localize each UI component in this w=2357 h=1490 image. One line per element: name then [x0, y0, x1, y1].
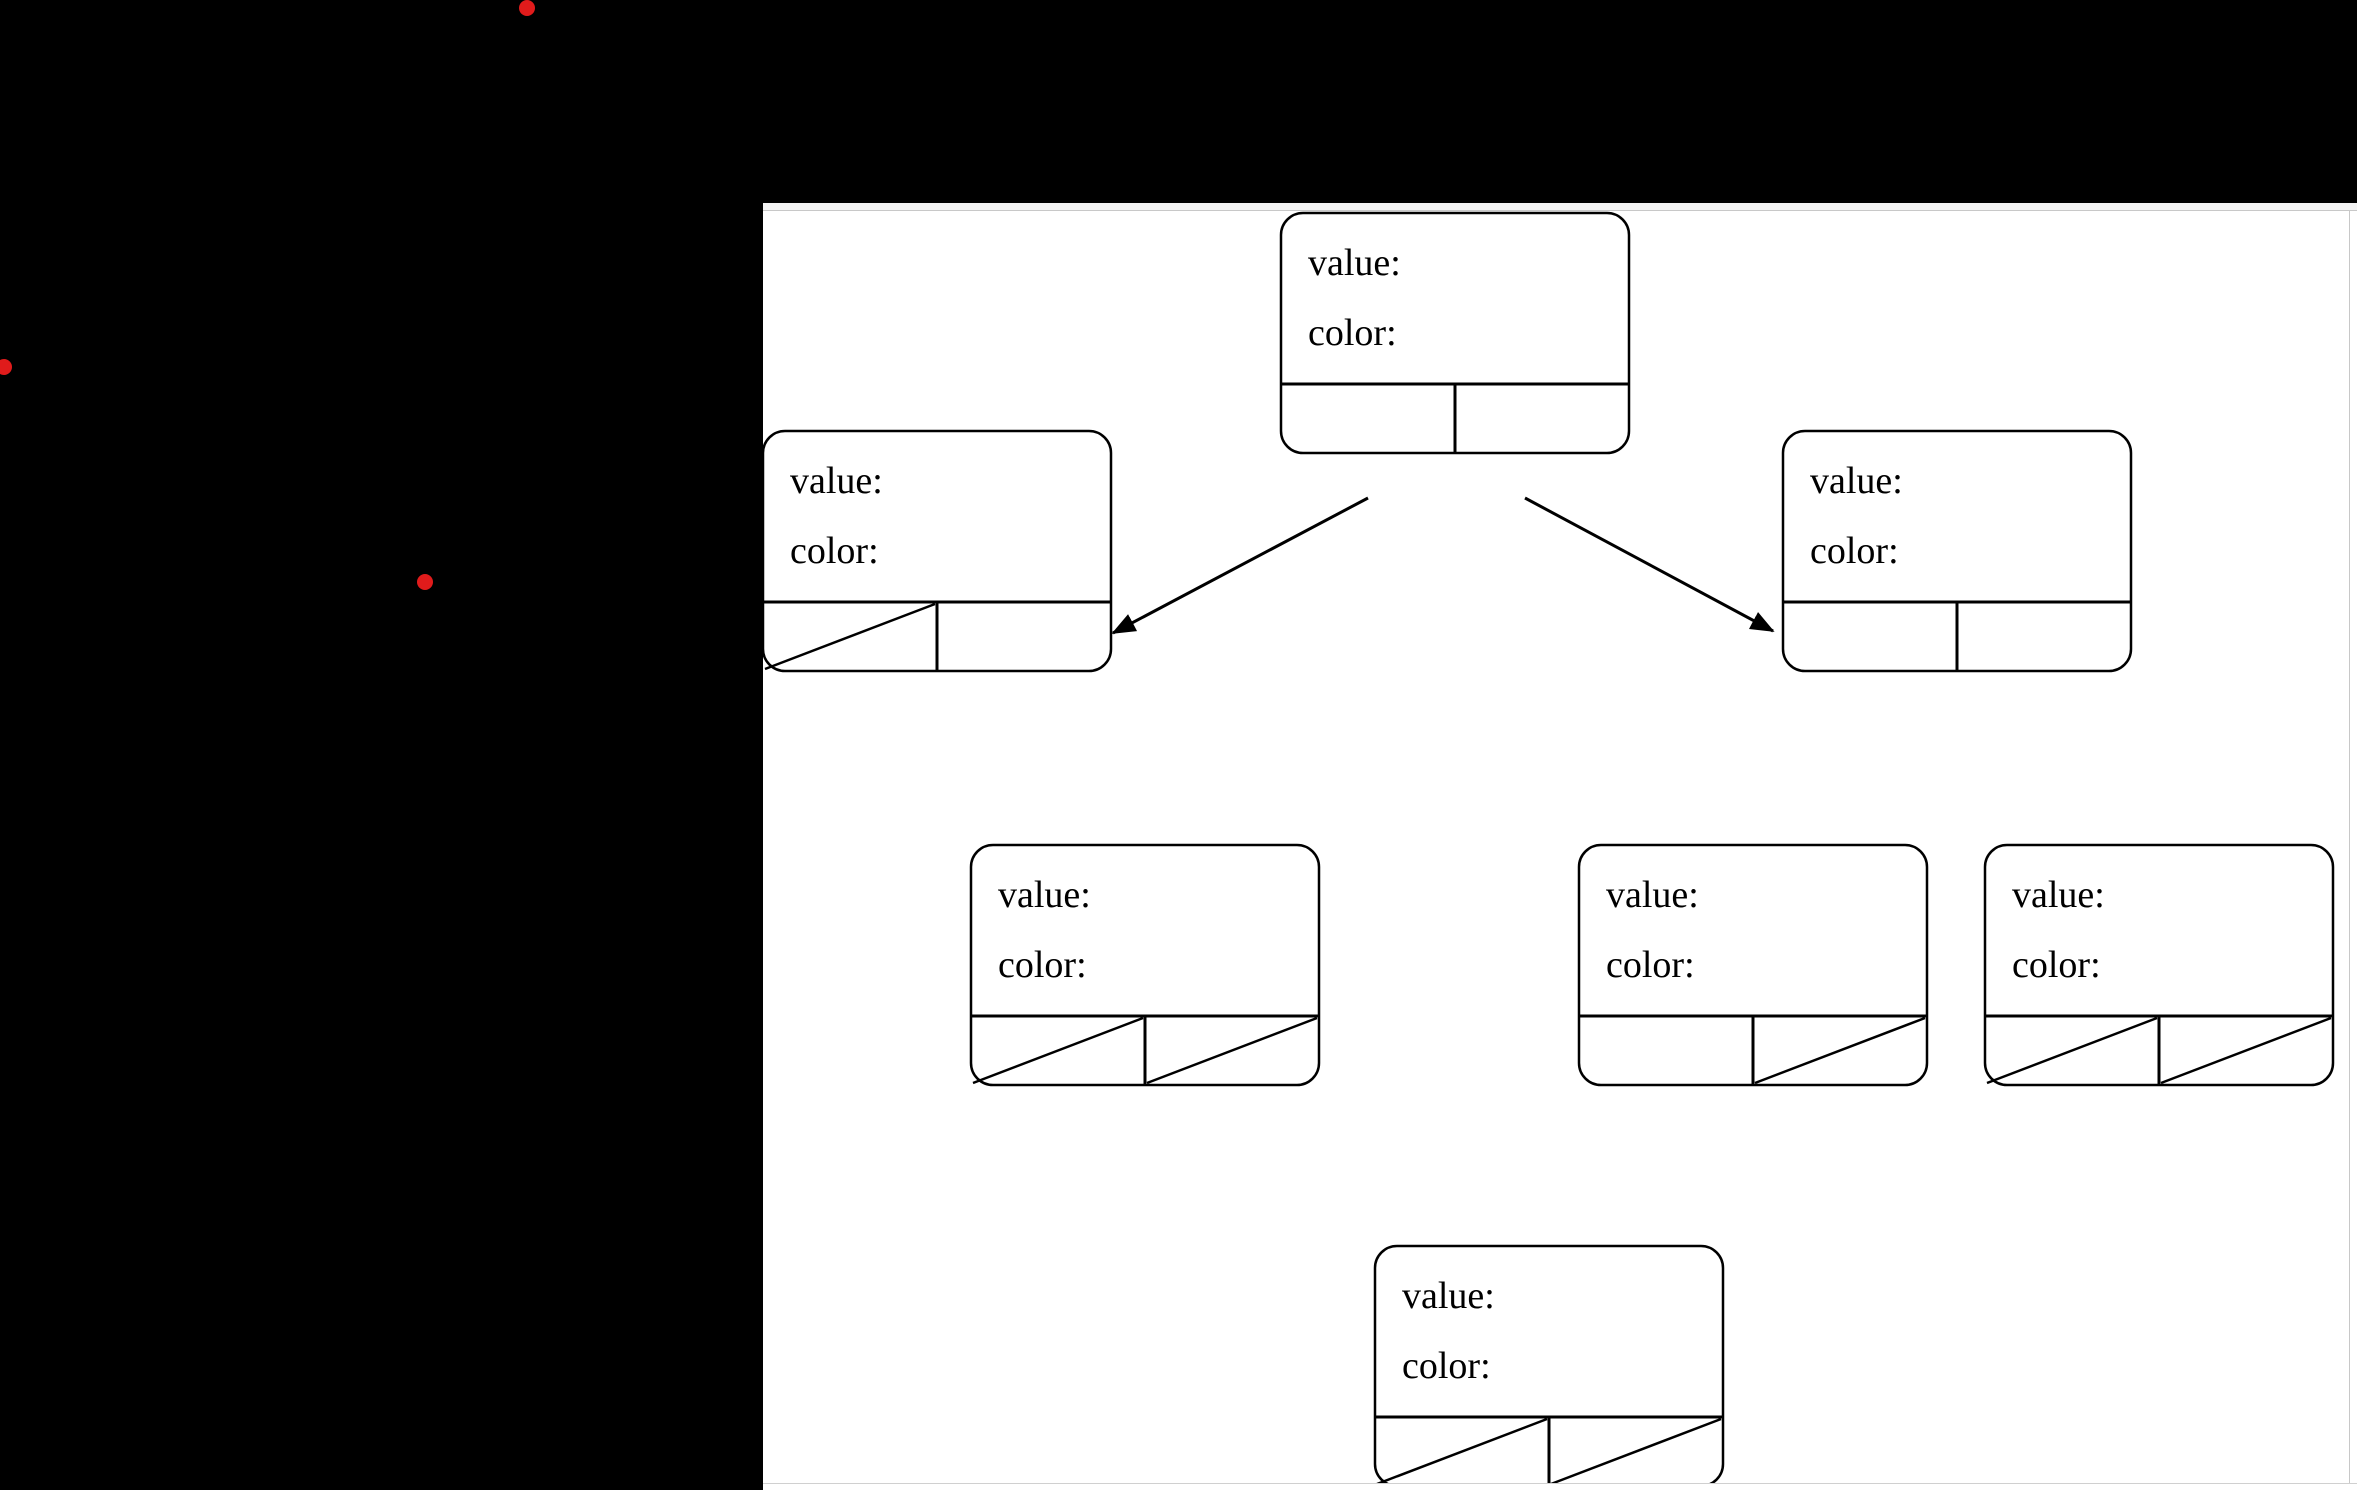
left-right-grandchild-node[interactable]: value: color:	[969, 843, 1321, 1087]
node-color-label: color:	[1308, 312, 1397, 354]
marker-dot-middle	[417, 574, 433, 590]
left-child-node[interactable]: value: color:	[763, 429, 1113, 673]
null-slash-right-icon	[1146, 1016, 1318, 1085]
right-left-grandchild-node[interactable]: value: color:	[1577, 843, 1929, 1087]
diagram-canvas[interactable]: value: color: value: color: value: color…	[763, 203, 2357, 1490]
null-slash-left-icon	[1376, 1417, 1548, 1486]
vertical-scrollbar[interactable]	[2349, 211, 2357, 1490]
null-slash-left-icon	[764, 602, 936, 671]
node-color-label: color:	[1402, 1345, 1491, 1387]
deepest-node[interactable]: value: color:	[1373, 1244, 1725, 1488]
null-slash-right-icon	[1754, 1016, 1926, 1085]
edge-root-left	[1111, 496, 1369, 635]
node-color-label: color:	[1606, 944, 1695, 986]
tree-diagram: value: color: value: color: value: color…	[763, 211, 2335, 1488]
right-right-grandchild-node[interactable]: value: color:	[1983, 843, 2335, 1087]
node-value-label: value:	[998, 874, 1091, 916]
node-value-label: value:	[1402, 1275, 1495, 1317]
node-value-label: value:	[1606, 874, 1699, 916]
node-value-label: value:	[2012, 874, 2105, 916]
null-slash-right-icon	[2160, 1016, 2332, 1085]
canvas-top-divider	[763, 210, 2357, 211]
marker-dot-left	[0, 359, 12, 375]
null-slash-left-icon	[1986, 1016, 2158, 1085]
node-color-label: color:	[2012, 944, 2101, 986]
node-value-label: value:	[1810, 460, 1903, 502]
node-color-label: color:	[998, 944, 1087, 986]
node-color-label: color:	[790, 530, 879, 572]
horizontal-scrollbar[interactable]	[763, 1483, 2357, 1490]
marker-dot-top	[519, 0, 535, 16]
edge-root-right	[1524, 496, 1775, 633]
right-child-node[interactable]: value: color:	[1781, 429, 2133, 673]
node-color-label: color:	[1810, 530, 1899, 572]
root-node[interactable]: value: color:	[1279, 211, 1631, 455]
canvas-top-strip	[763, 203, 2357, 210]
null-slash-left-icon	[972, 1016, 1144, 1085]
null-slash-right-icon	[1550, 1417, 1722, 1486]
node-value-label: value:	[790, 460, 883, 502]
node-value-label: value:	[1308, 242, 1401, 284]
